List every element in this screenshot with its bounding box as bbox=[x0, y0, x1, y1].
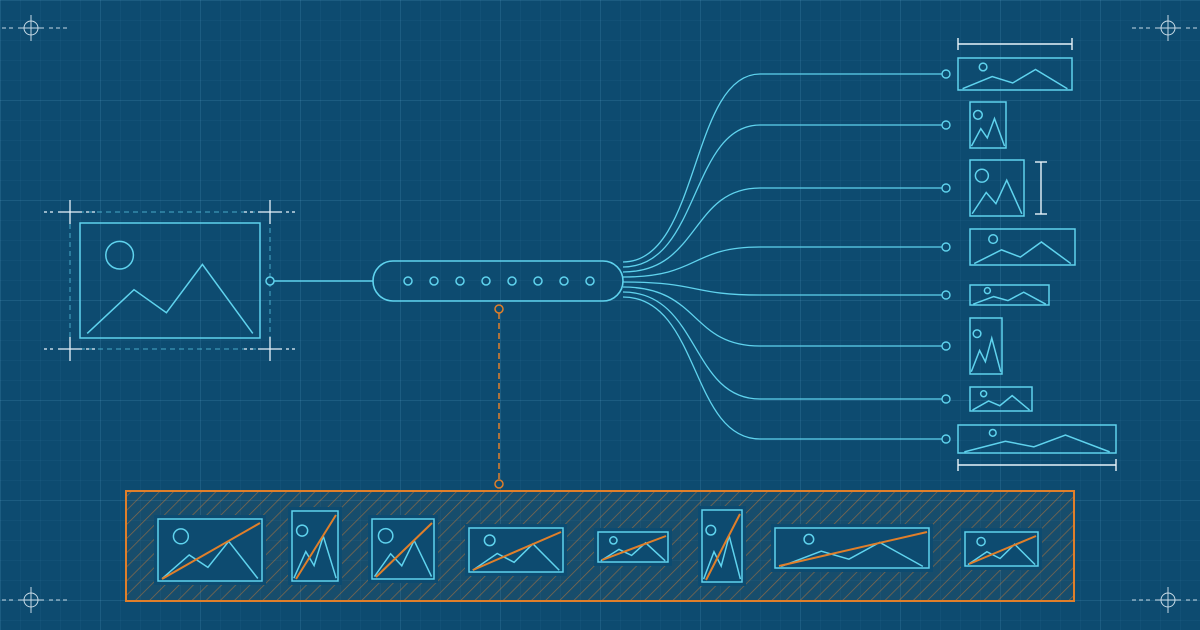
strike-line bbox=[778, 531, 928, 567]
source-bounds-dashed bbox=[69, 211, 271, 350]
crop-1 bbox=[154, 515, 266, 585]
branch-node bbox=[941, 120, 951, 130]
crop-image-icon bbox=[597, 531, 669, 563]
output-variants bbox=[622, 57, 1117, 454]
pipeline-dot bbox=[533, 276, 543, 286]
pipeline-dot bbox=[507, 276, 517, 286]
variant-image-icon bbox=[957, 424, 1117, 454]
branch-line bbox=[622, 73, 942, 263]
variant-image-icon bbox=[969, 317, 1003, 375]
strike-line bbox=[968, 535, 1037, 565]
variant-image-icon bbox=[957, 57, 1073, 91]
crop-4 bbox=[465, 524, 567, 576]
pipeline-dot bbox=[429, 276, 439, 286]
pipeline-dot bbox=[559, 276, 569, 286]
branch-node bbox=[941, 290, 951, 300]
branch-node bbox=[941, 434, 951, 444]
strike-line bbox=[375, 522, 433, 578]
variant-image-icon bbox=[969, 284, 1050, 306]
crop-image-icon bbox=[468, 527, 564, 573]
registration-mark-bottom-right bbox=[1132, 587, 1200, 613]
strike-line bbox=[295, 514, 337, 580]
pipeline-dot bbox=[585, 276, 595, 286]
pipeline-dot bbox=[403, 276, 413, 286]
strike-line bbox=[472, 531, 562, 571]
branch-line bbox=[622, 187, 942, 273]
crop-image-icon bbox=[964, 531, 1039, 567]
crop-image-icon bbox=[371, 518, 435, 580]
registration-mark-top-right bbox=[1132, 15, 1200, 41]
branch-node bbox=[941, 341, 951, 351]
crop-mark-icon bbox=[244, 200, 296, 224]
branch-line bbox=[622, 281, 942, 296]
branch-line bbox=[622, 291, 942, 400]
variant-image-icon bbox=[969, 159, 1025, 217]
crop-3 bbox=[368, 515, 438, 583]
registration-mark-top-left bbox=[0, 15, 67, 41]
processing-pipeline bbox=[372, 260, 624, 302]
rejected-crops-tray bbox=[125, 490, 1075, 602]
branch-line bbox=[622, 286, 942, 347]
pipeline-capsule bbox=[372, 260, 624, 302]
branch-node bbox=[941, 394, 951, 404]
branch-node bbox=[941, 242, 951, 252]
pipeline-dot bbox=[455, 276, 465, 286]
branch-line bbox=[622, 296, 942, 440]
crop-2 bbox=[288, 507, 342, 585]
branch-line bbox=[622, 246, 942, 278]
strike-line bbox=[161, 522, 261, 580]
registration-mark-bottom-left bbox=[0, 587, 67, 613]
tray-orange-node bbox=[494, 479, 504, 489]
dimension-markers bbox=[957, 38, 1117, 471]
crop-mark-icon bbox=[44, 337, 96, 361]
branch-node bbox=[941, 183, 951, 193]
crop-7 bbox=[771, 524, 933, 572]
crop-5 bbox=[594, 528, 672, 566]
branch-node bbox=[941, 69, 951, 79]
variant-image-icon bbox=[969, 101, 1007, 149]
crop-mark-icon bbox=[244, 337, 296, 361]
pipeline-orange-node bbox=[494, 304, 504, 314]
strike-line bbox=[705, 513, 741, 581]
crop-8 bbox=[961, 528, 1042, 570]
variant-image-icon bbox=[969, 228, 1076, 266]
crop-6 bbox=[698, 506, 746, 586]
variant-image-icon bbox=[969, 386, 1033, 412]
crop-image-icon bbox=[701, 509, 743, 583]
source-image-frame bbox=[44, 200, 296, 361]
landscape-image-icon bbox=[79, 222, 261, 339]
crop-image-icon bbox=[291, 510, 339, 582]
branch-line bbox=[622, 124, 942, 268]
crop-image-icon bbox=[157, 518, 263, 582]
crop-mark-icon bbox=[44, 200, 96, 224]
strike-line bbox=[601, 535, 667, 561]
pipeline-dot bbox=[481, 276, 491, 286]
source-output-node bbox=[265, 276, 275, 286]
crop-image-icon bbox=[774, 527, 930, 569]
